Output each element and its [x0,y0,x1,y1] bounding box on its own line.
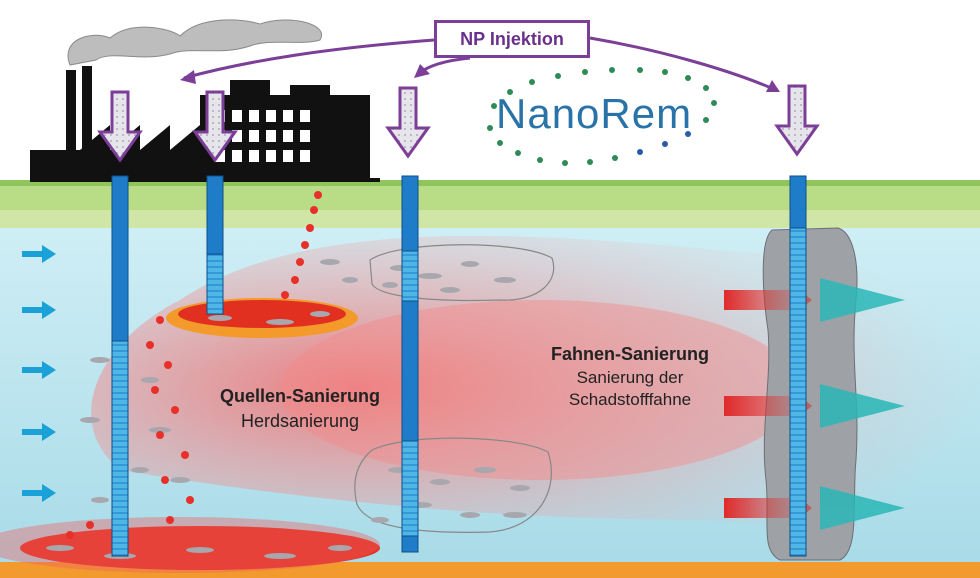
source-remediation-subtitle: Herdsanierung [240,411,360,431]
contaminant-droplets [66,191,322,539]
plume-remediation-subtitle-2: Schadstofffahne [568,390,692,409]
outflow-arrows [820,278,905,530]
source-remediation-title: Quellen-Sanierung [219,386,381,406]
down-arrows [97,84,820,163]
plume-remediation-subtitle-1: Sanierung der [576,368,684,387]
plume-remediation-title: Fahnen-Sanierung [550,344,709,364]
sediment-lens-2 [354,437,552,533]
grass-top-line [0,180,980,186]
wells [111,175,807,557]
plume-remediation-label: Fahnen-Sanierung Sanierung der Schadstof… [520,344,740,410]
groundwater-flow-arrows [22,245,56,502]
factory [30,66,370,180]
soil-band [0,210,980,228]
source-remediation-label: Quellen-Sanierung Herdsanierung [190,386,410,432]
nanorem-logo: NanoRem [496,90,693,137]
factory-ground [30,178,380,182]
smoke [67,19,323,66]
logo-dots [487,67,717,166]
source-pool-lower-glow [0,517,380,573]
np-injection-label: NP Injektion [434,20,590,58]
injection-arrow-right [589,36,777,92]
injection-arrow-left [183,38,435,80]
